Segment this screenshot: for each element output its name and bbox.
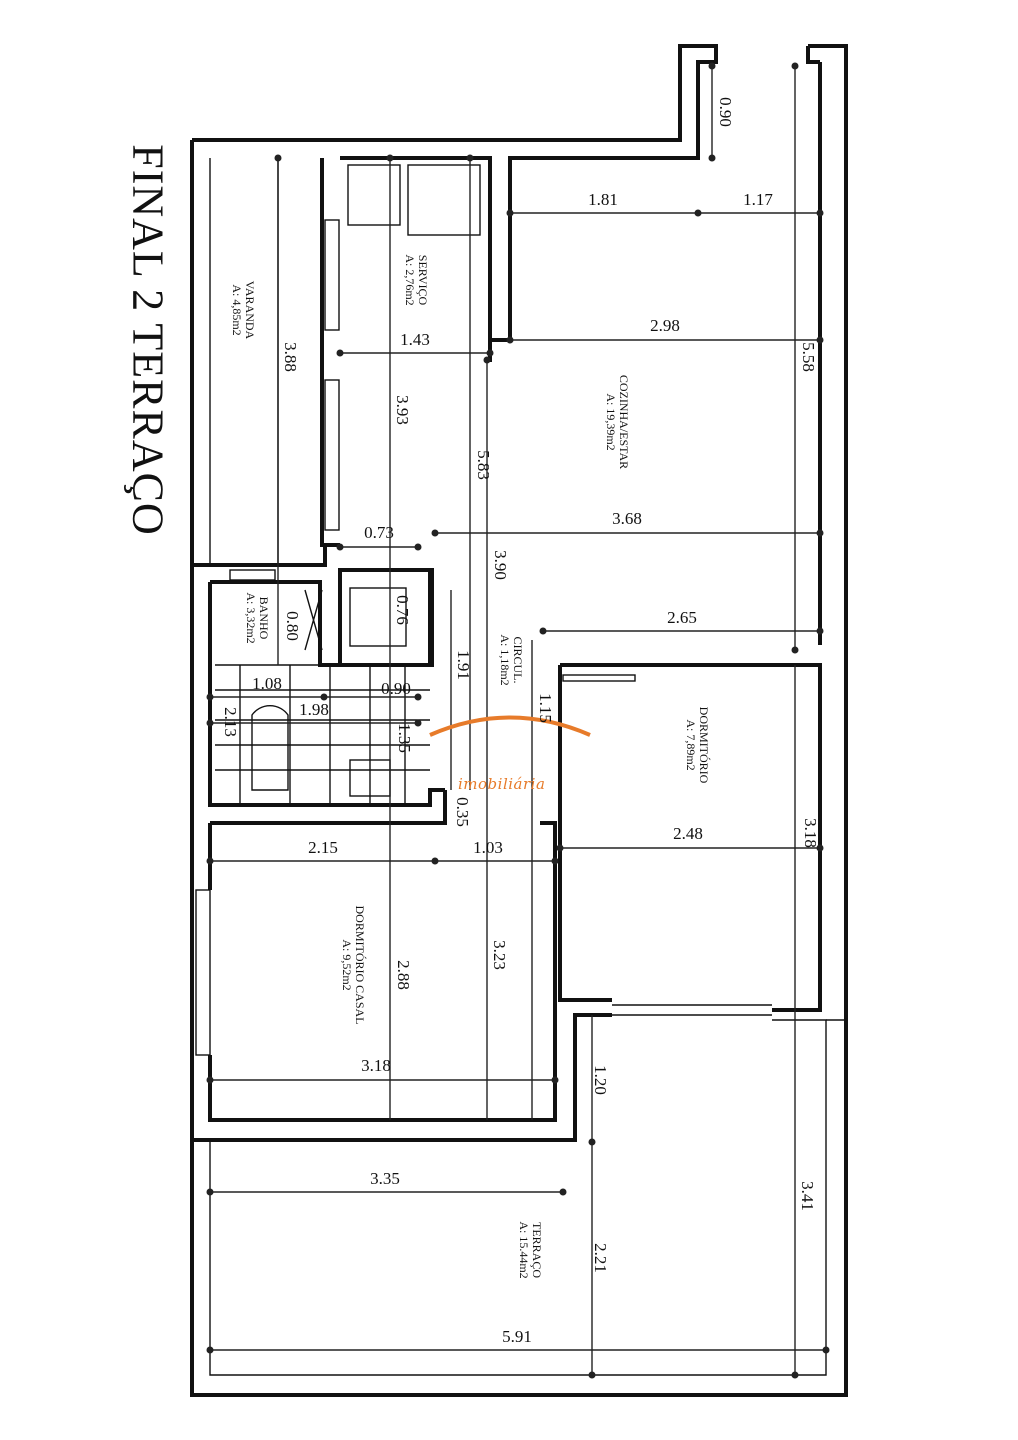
room-circulacao: CIRCUL.A: 1,18m2: [498, 634, 525, 686]
dim-label: 3.90: [491, 550, 510, 580]
dim-label: 2.15: [308, 838, 338, 857]
room-name: DORMITÓRIO CASAL: [353, 905, 367, 1025]
dim-label: 3.88: [281, 342, 300, 372]
dim-label: 0.80: [283, 611, 302, 641]
dim-label: 5.91: [502, 1327, 532, 1346]
dim-label: 3.93: [393, 395, 412, 425]
room-area: A: 1,18m2: [498, 634, 512, 686]
dim-label: 0.73: [364, 523, 394, 542]
dim-label: 0.35: [453, 797, 472, 827]
dim-label: 1.15: [536, 693, 555, 723]
dim-label: 1.81: [588, 190, 618, 209]
dim-label: 2.48: [673, 824, 703, 843]
room-area: A: 2,76m2: [403, 254, 417, 306]
dim-label: 2.98: [650, 316, 680, 335]
dim-label: 1.35: [395, 723, 414, 753]
room-area: A: 3,32m2: [244, 592, 258, 644]
dim-label: 1.91: [454, 650, 473, 680]
dim-label: 3.18: [801, 818, 820, 848]
room-area: A: 9,52m2: [340, 939, 354, 991]
room-area: A: 15.44m2: [517, 1221, 531, 1279]
room-area: A: 4,85m2: [230, 284, 244, 336]
watermark-logo: imobiliária: [458, 775, 546, 793]
room-name: TERRAÇO: [530, 1221, 544, 1278]
room-area: A: 7,89m2: [684, 719, 698, 771]
room-name: COZINHA/ESTAR: [617, 374, 631, 470]
dim-label: 3.18: [361, 1056, 391, 1075]
room-name: BANHO: [257, 596, 271, 640]
dim-label: 2.13: [221, 707, 240, 737]
room-name: SERVIÇO: [416, 254, 430, 306]
dim-label: 5.83: [474, 450, 493, 480]
dim-label: 0.90: [716, 97, 735, 127]
dim-label: 3.35: [370, 1169, 400, 1188]
dim-label: 0.76: [393, 595, 412, 625]
room-name: CIRCUL.: [511, 636, 525, 684]
dim-label: 1.08: [252, 674, 282, 693]
room-name: VARANDA: [243, 280, 257, 340]
room-area: A: 19,39m2: [604, 393, 618, 451]
room-name: DORMITÓRIO: [697, 706, 711, 784]
dim-label: 1.20: [591, 1065, 610, 1095]
dim-label: 1.17: [743, 190, 773, 209]
dim-label: 3.41: [798, 1181, 817, 1211]
dim-label: 1.43: [400, 330, 430, 349]
dim-label: 3.68: [612, 509, 642, 528]
dim-label: 5.58: [799, 342, 818, 372]
dim-label: 1.03: [473, 838, 503, 857]
dim-label: 2.21: [591, 1243, 610, 1273]
dim-label: 0.90: [381, 679, 411, 698]
dim-label: 2.65: [667, 608, 697, 627]
dim-label: 1.98: [299, 700, 329, 719]
dim-label: 2.88: [394, 960, 413, 990]
dim-label: 3.23: [490, 940, 509, 970]
